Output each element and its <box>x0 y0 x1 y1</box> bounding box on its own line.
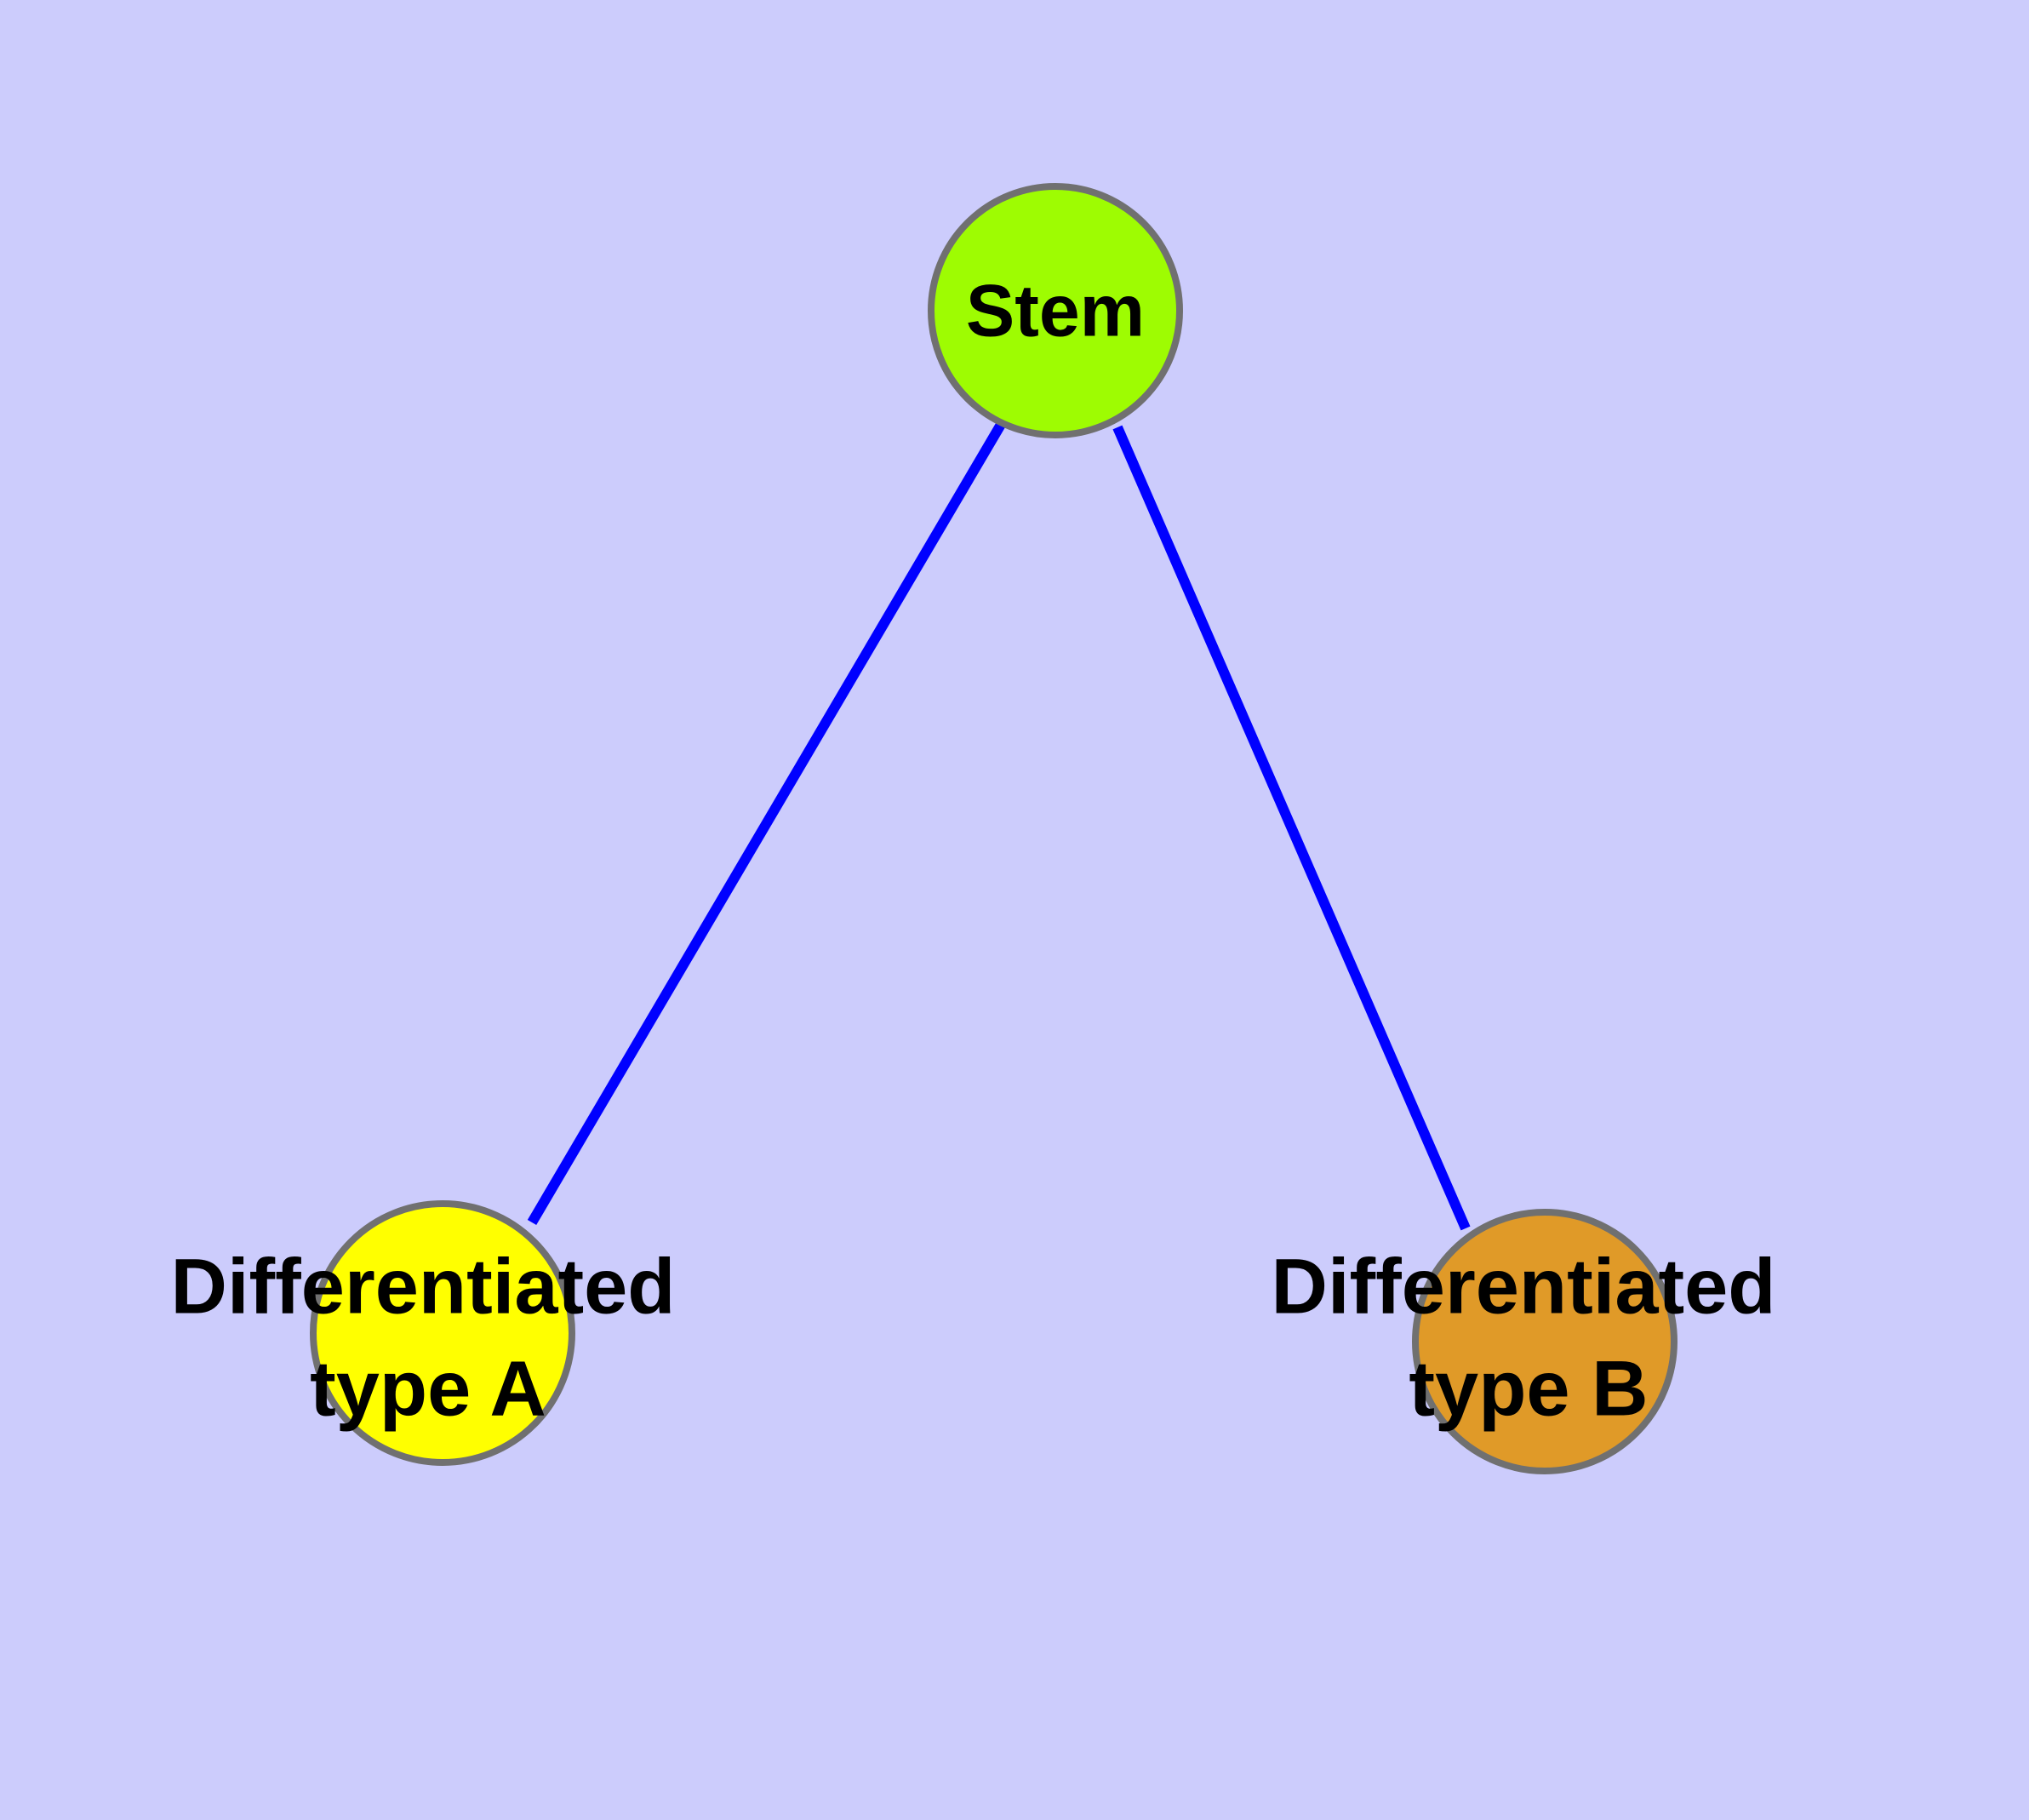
label-layer: Stem Differentiated type A Differentiate… <box>171 271 1776 1433</box>
edge-stem-to-differentiated-type-a[interactable] <box>527 420 1007 1226</box>
edge-layer <box>527 420 1471 1231</box>
node-differentiated-type-b-label-line1: Differentiated <box>1272 1243 1776 1330</box>
node-differentiated-type-a-label-line2: type A <box>310 1345 546 1432</box>
node-differentiated-type-a-label-line1: Differentiated <box>171 1243 676 1330</box>
node-differentiated-type-a-circle[interactable] <box>310 1200 575 1466</box>
node-differentiated-type-b-label-line2: type B <box>1409 1345 1648 1432</box>
edge-stem-to-differentiated-type-b[interactable] <box>1112 425 1471 1231</box>
node-stem-label: Stem <box>966 271 1145 352</box>
node-stem-circle[interactable] <box>928 183 1183 438</box>
node-layer <box>310 183 1677 1474</box>
node-differentiated-type-b-circle[interactable] <box>1412 1209 1677 1474</box>
